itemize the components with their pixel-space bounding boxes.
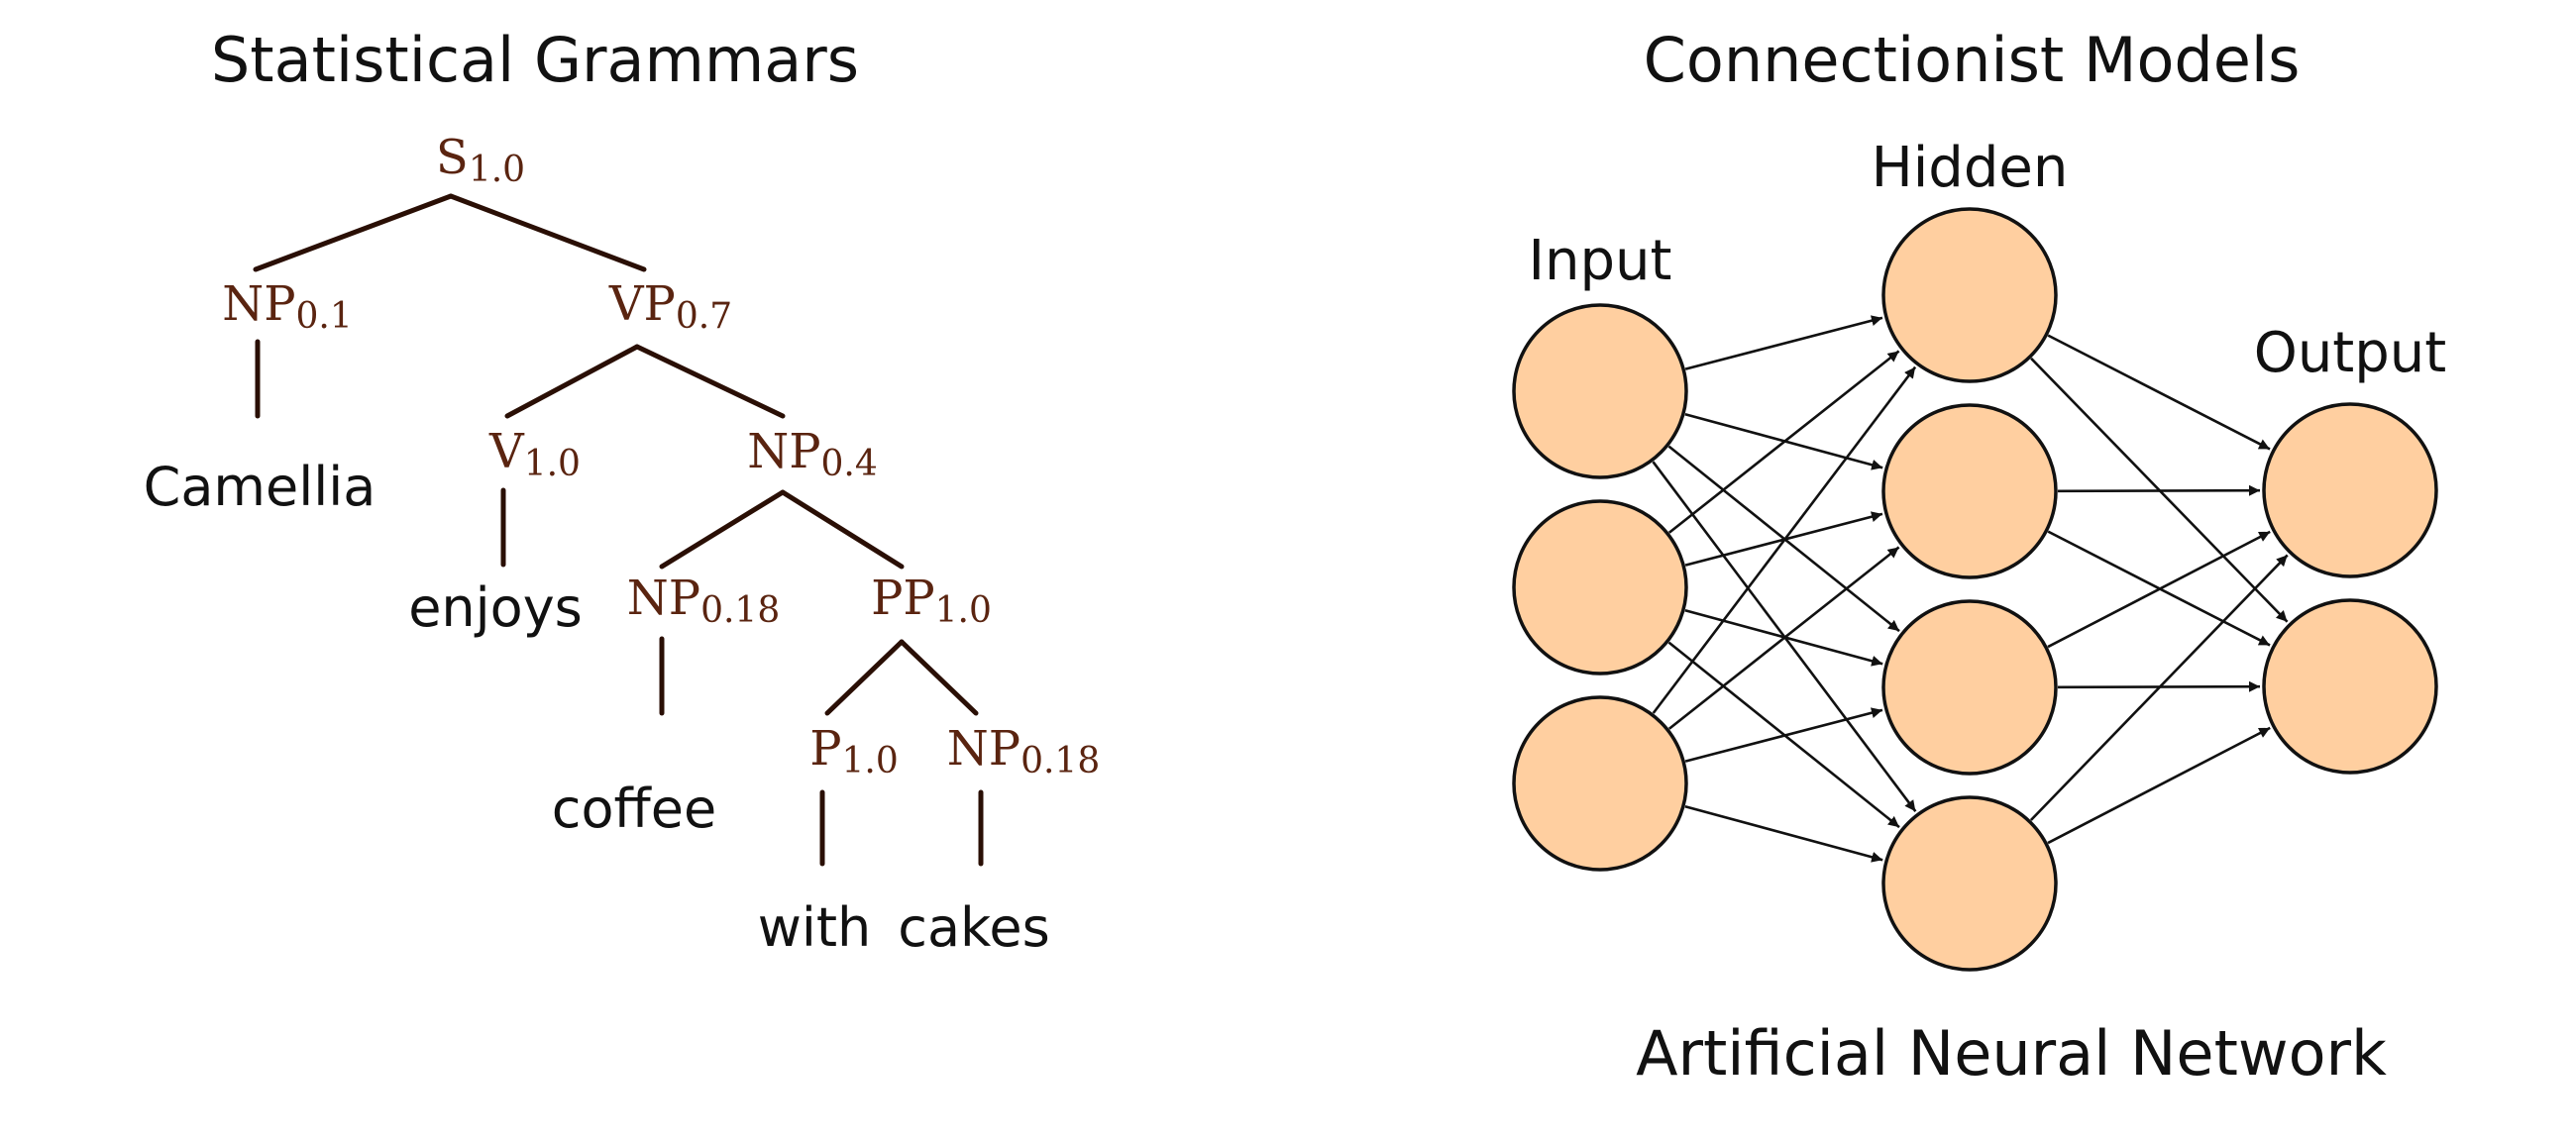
node-pp-prob: 1.0 [935,590,992,631]
node-vp-prob: 0.7 [676,296,732,337]
hidden-output-connection-4-1 [2029,554,2289,821]
edge-pp-p [824,639,905,716]
input-hidden-connection-3-1 [1652,365,1917,714]
input-hidden-connection-3-4 [1684,805,1883,863]
hidden-layer-label: Hidden [1872,136,2069,200]
node-vp-label: VP [608,276,676,332]
word-coffee: coffee [552,778,716,840]
hidden-output-connection-1-1 [2047,334,2271,451]
node-pp: PP1.0 [871,571,992,631]
node-np-object-prob: 0.4 [821,444,878,484]
network-connections [1652,315,2289,863]
input-hidden-connection-1-1 [1684,315,1883,370]
node-s: S1.0 [436,130,525,190]
input-neuron-2 [1512,499,1688,676]
parse-tree-nodes: S1.0 NP0.1 VP0.7 V1.0 NP0.4 NP0.18 PP1.0… [222,130,1100,781]
node-np-subject-label: NP [222,276,295,332]
input-hidden-connection-2-1 [1668,350,1900,534]
output-neuron-2 [2262,598,2438,775]
edge-s-np [253,193,454,272]
statistical-grammars-panel: Statistical Grammars S1.0 NP0.1 VP0.7 V1… [144,24,1101,959]
node-np-cakes-prob: 0.18 [1020,741,1100,781]
hidden-neuron-3 [1881,599,2058,776]
input-hidden-connection-3-3 [1684,707,1883,763]
edge-np-pp [780,489,905,570]
node-v-prob: 1.0 [524,444,581,484]
edge-s-vp [448,193,647,272]
node-v: V1.0 [488,424,581,484]
node-np-subject-prob: 0.1 [296,296,353,337]
input-neuron-1 [1512,303,1688,479]
node-p-prob: 1.0 [842,741,899,781]
connectionist-models-panel: Connectionist Models Input Hidden Output… [1512,24,2447,1090]
input-hidden-connection-3-2 [1668,546,1900,730]
word-with: with [758,896,872,959]
node-np-object: NP0.4 [747,424,878,484]
node-s-label: S [436,130,469,185]
node-np-cakes: NP0.18 [947,721,1100,781]
hidden-neuron-4 [1881,795,2058,972]
edge-np-npcoffee [659,489,786,570]
edge-vp-np [634,344,786,419]
node-p: P1.0 [809,721,899,781]
connectionist-models-title: Connectionist Models [1644,24,2301,96]
node-np-coffee: NP0.18 [627,571,780,631]
sentence-words: Camellia enjoys coffee with cakes [144,456,1050,959]
node-s-prob: 1.0 [469,150,525,190]
node-np-object-label: NP [747,424,820,479]
input-neuron-3 [1512,695,1688,872]
network-caption: Artificial Neural Network [1636,1017,2387,1090]
node-vp: VP0.7 [608,276,732,337]
hidden-output-connection-3-1 [2047,530,2271,649]
node-v-label: V [488,424,525,479]
edge-vp-v [504,344,640,419]
input-layer-label: Input [1528,229,1671,293]
node-np-coffee-prob: 0.18 [700,590,780,631]
network-neurons [1512,207,2438,972]
output-neuron-1 [2262,402,2438,578]
statistical-grammars-title: Statistical Grammars [211,24,859,96]
word-camellia: Camellia [144,456,376,518]
hidden-neuron-2 [1881,403,2058,579]
node-np-cakes-label: NP [947,721,1020,777]
output-layer-label: Output [2254,321,2447,385]
word-cakes: cakes [898,896,1049,959]
word-enjoys: enjoys [408,576,583,639]
hidden-output-connection-2-1 [2057,484,2261,496]
node-pp-label: PP [871,571,935,626]
node-np-coffee-label: NP [627,571,700,626]
node-p-label: P [809,721,841,777]
edge-pp-np [899,639,979,716]
hidden-neuron-1 [1881,207,2058,383]
node-np-subject: NP0.1 [222,276,353,337]
hidden-output-connection-4-2 [2047,726,2271,845]
parse-tree-edges [253,193,984,867]
